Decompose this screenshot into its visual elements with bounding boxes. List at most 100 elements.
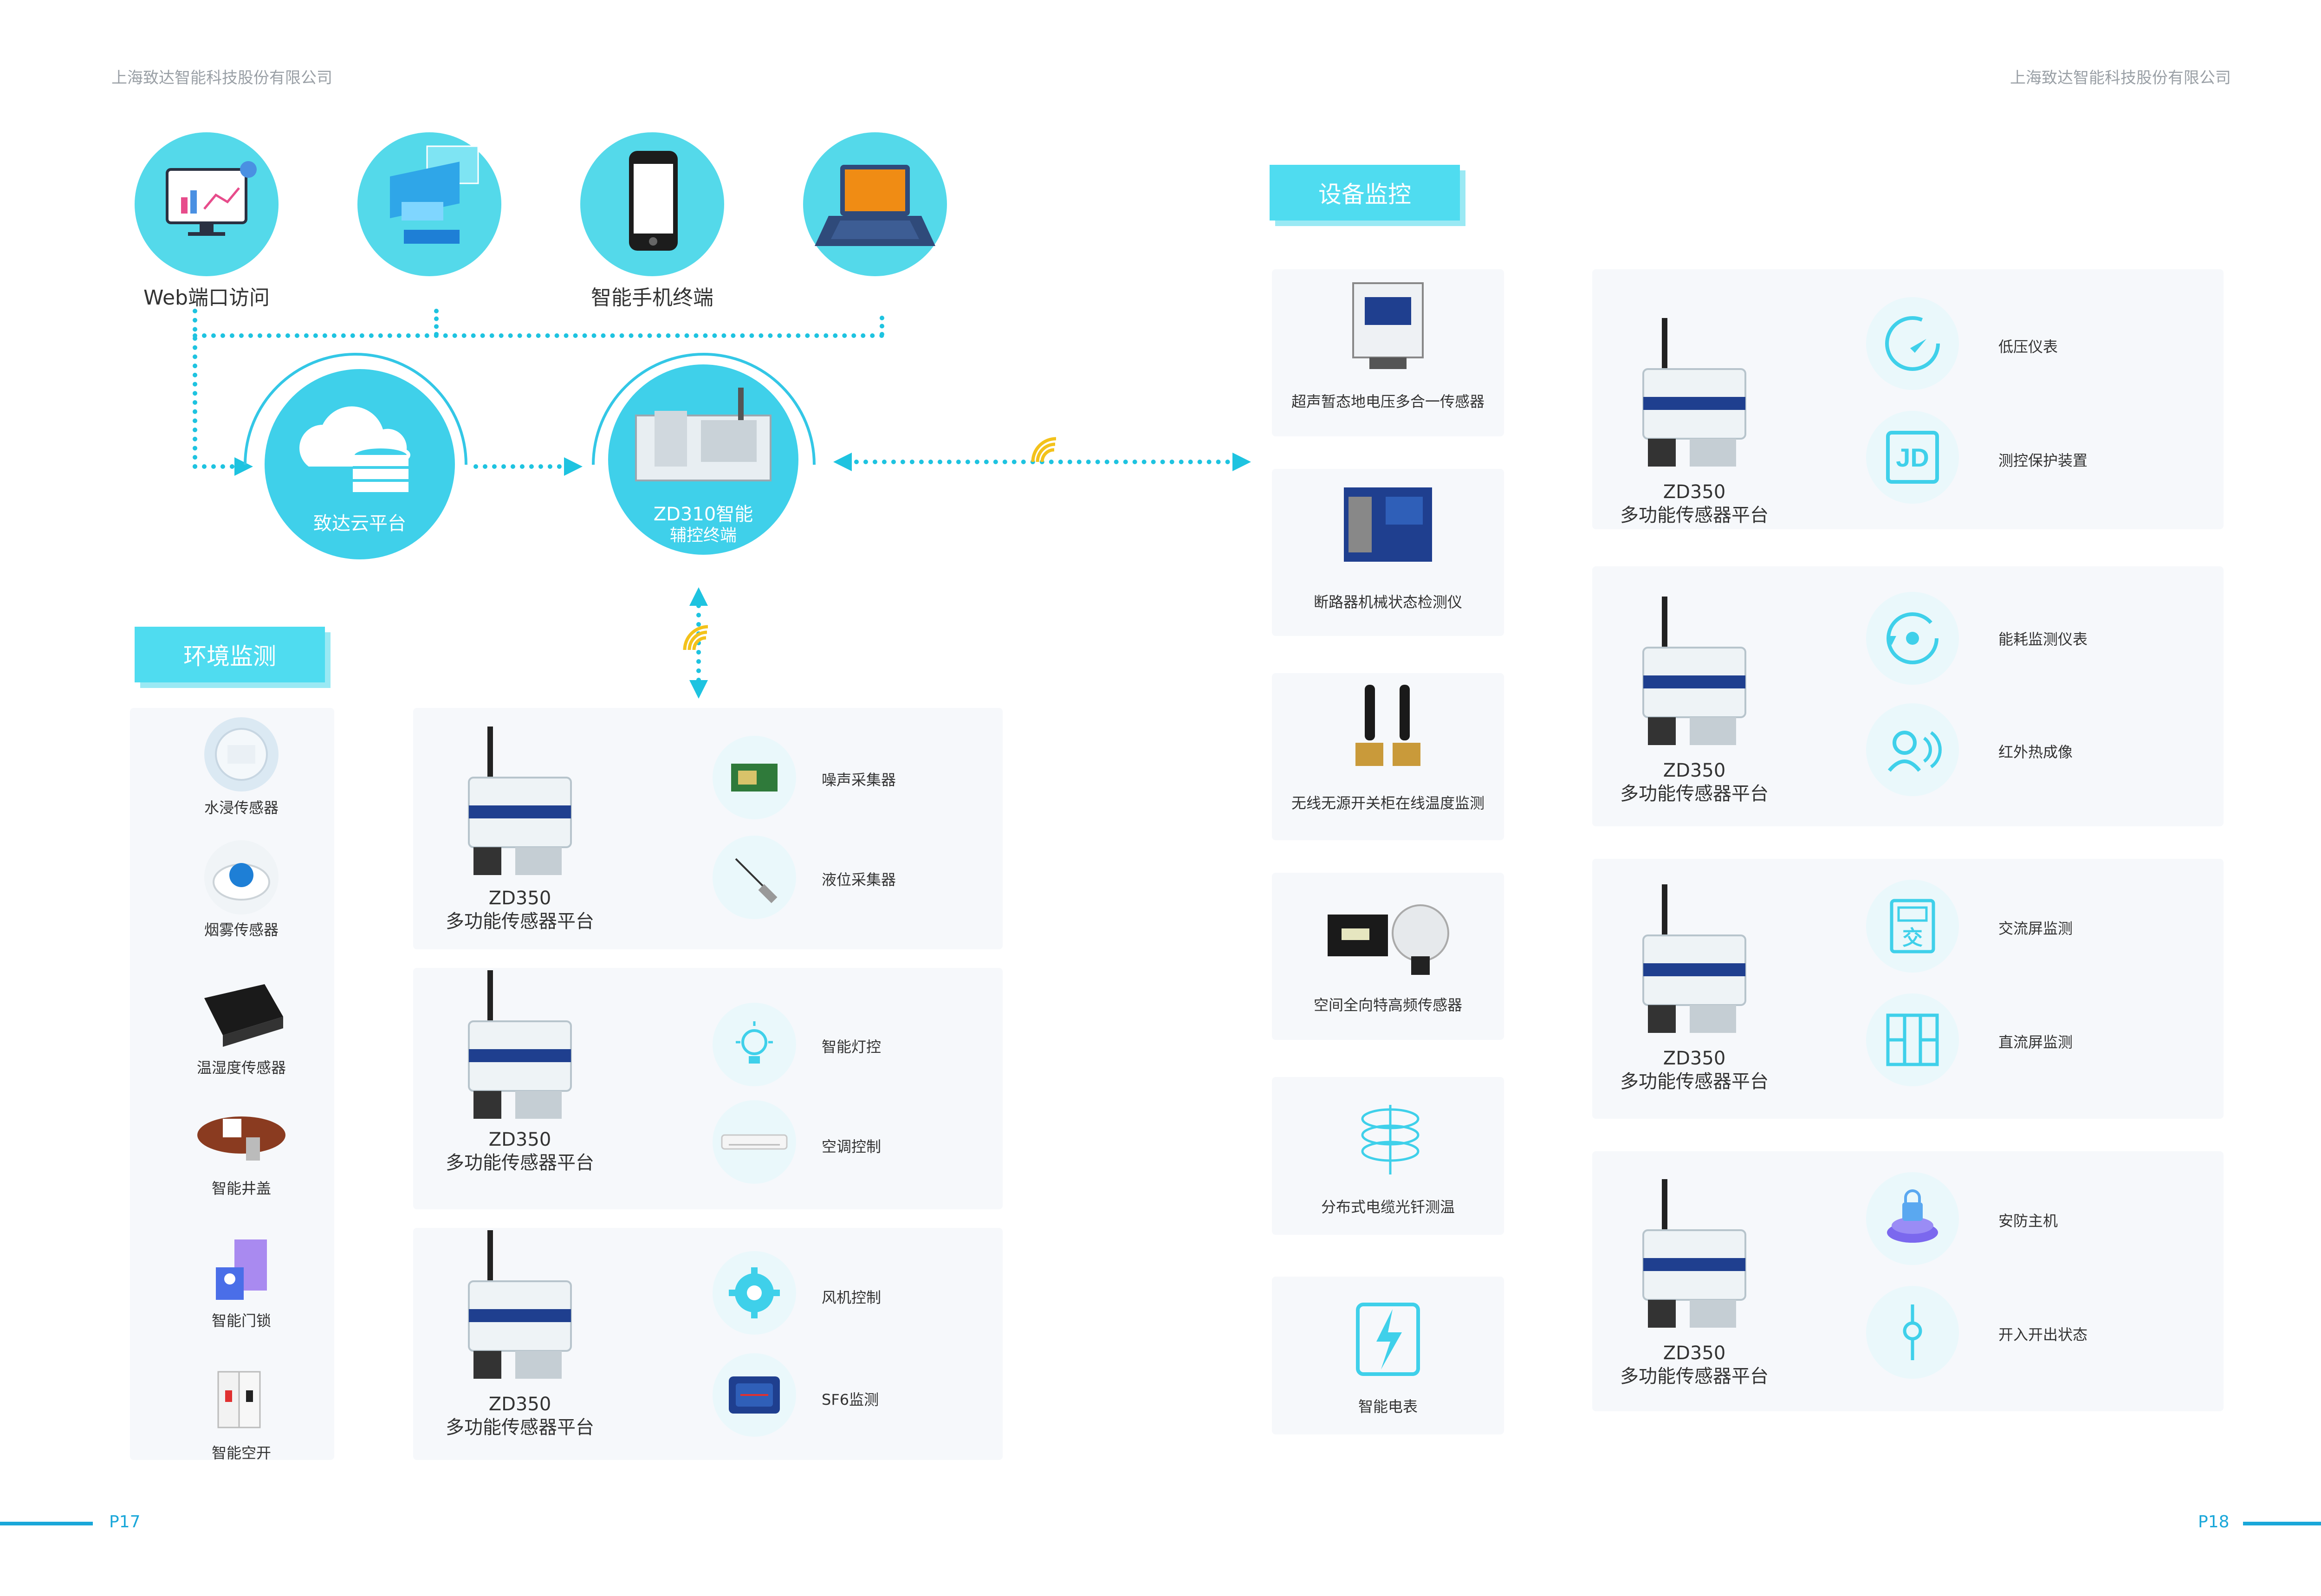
fan-gear-icon [713, 1251, 796, 1335]
connector-line [434, 309, 439, 337]
wireless-signal-icon [1031, 437, 1057, 462]
kiosk-terminal-circle [357, 132, 501, 276]
smart-lock-icon [207, 1235, 276, 1306]
zd350-platform-label: ZD350 多功能传感器平台 [1611, 1047, 1778, 1093]
device-right-label: 直流屏监测 [1998, 1033, 2073, 1051]
zd350-name: 多功能传感器平台 [1620, 783, 1769, 804]
wireless-temp-sensor-icon [1346, 678, 1434, 791]
zd350-name: 多功能传感器平台 [1620, 505, 1769, 526]
env-left-label: 智能门锁 [211, 1312, 271, 1330]
arrow-right-icon [234, 457, 253, 476]
connector-line [473, 464, 571, 469]
breaker-analyzer-icon [1335, 478, 1441, 577]
zd350-model: ZD350 [1663, 1048, 1726, 1069]
smart-meter-icon [1349, 1295, 1427, 1385]
env-right-label: 智能灯控 [822, 1038, 882, 1056]
zd350-name: 多功能传感器平台 [446, 1417, 594, 1438]
zd350-platform-label: ZD350 多功能传感器平台 [436, 1393, 603, 1439]
arrow-up-icon [689, 587, 708, 606]
env-left-label: 智能井盖 [211, 1180, 271, 1197]
liquid-level-collector-icon [713, 836, 796, 919]
env-right-label: 风机控制 [822, 1289, 882, 1306]
connector-line [193, 464, 244, 469]
arrow-left-icon [833, 453, 852, 471]
device-left-panel [1272, 673, 1504, 840]
zd310-label-line2: 辅控终端 [669, 526, 737, 545]
zd350-model: ZD350 [1663, 760, 1726, 781]
zd350-model: ZD350 [1663, 481, 1726, 503]
zd350-platform-label: ZD350 多功能传感器平台 [1611, 759, 1778, 805]
zd350-model: ZD350 [488, 1129, 551, 1150]
device-left-label: 分布式电缆光钎测温 [1321, 1198, 1455, 1216]
cloud-database-icon [299, 406, 410, 492]
env-right-label: 液位采集器 [822, 871, 896, 889]
water-sensor-icon [204, 717, 279, 792]
sf6-monitor-icon [713, 1353, 796, 1437]
cloud-platform-label: 致达云平台 [313, 513, 406, 534]
zd350-name: 多功能传感器平台 [1620, 1071, 1769, 1092]
zd350-platform-label: ZD350 多功能传感器平台 [1611, 1342, 1778, 1388]
zd310-terminal-label: ZD310智能 辅控终端 [608, 504, 798, 546]
footer-bar-right [2243, 1522, 2321, 1525]
controller-device-icon [635, 388, 772, 481]
env-right-label: 噪声采集器 [822, 771, 896, 789]
laptop-icon [815, 165, 935, 246]
connector-line [880, 316, 884, 337]
zd350-model: ZD350 [1663, 1343, 1726, 1364]
infrared-thermal-icon [1866, 703, 1959, 796]
zd350-device-image [1634, 1179, 1755, 1339]
zd350-model: ZD350 [488, 888, 551, 909]
uhf-sensor-icon [1323, 891, 1453, 986]
env-left-label: 智能空开 [211, 1444, 271, 1462]
device-right-label: 测控保护装置 [1998, 452, 2088, 469]
env-left-label: 温湿度传感器 [196, 1059, 286, 1077]
device-right-label: 安防主机 [1998, 1212, 2058, 1230]
device-left-label: 断路器机械状态检测仪 [1313, 593, 1462, 611]
low-voltage-meter-icon [1866, 297, 1959, 390]
arrow-right-icon [1232, 453, 1251, 471]
tev-sensor-icon [1344, 279, 1432, 373]
zd350-device-image [460, 727, 580, 886]
dc-panel-icon [1866, 993, 1959, 1086]
device-left-label: 智能电表 [1358, 1398, 1418, 1415]
smoke-sensor-icon [204, 840, 279, 915]
env-right-label: SF6监测 [822, 1391, 879, 1408]
env-left-label: 水浸传感器 [204, 799, 279, 817]
device-right-label: 低压仪表 [1998, 338, 2058, 356]
footer-bar-left [0, 1522, 93, 1525]
zd350-name: 多功能传感器平台 [1620, 1366, 1769, 1387]
mobile-terminal-label: 智能手机终端 [591, 286, 713, 310]
ac-panel-icon: 交 [1866, 880, 1959, 973]
temp-humidity-sensor-icon [195, 975, 288, 1056]
section-environment-tag: 环境监测 [135, 627, 325, 682]
web-terminal-label: Web端口访问 [143, 286, 270, 310]
device-right-label: 开入开出状态 [1998, 1326, 2088, 1343]
zd350-platform-label: ZD350 多功能传感器平台 [436, 1128, 603, 1174]
section-device-tag: 设备监控 [1270, 165, 1460, 221]
device-left-label: 无线无源开关柜在线温度监测 [1291, 794, 1485, 812]
zd350-platform-label: ZD350 多功能传感器平台 [436, 887, 603, 933]
company-name-left: 上海致达智能科技股份有限公司 [111, 69, 332, 87]
connector-line [193, 309, 197, 469]
connector-line [193, 333, 884, 338]
zd350-name: 多功能传感器平台 [446, 911, 594, 932]
monitor-icon [166, 161, 257, 236]
zd350-name: 多功能传感器平台 [446, 1152, 594, 1174]
device-left-label: 空间全向特高频传感器 [1313, 996, 1462, 1014]
connector-line [696, 594, 701, 692]
cloud-platform-hub [265, 369, 455, 559]
zd310-terminal-hub [608, 364, 798, 555]
io-status-icon [1866, 1286, 1959, 1379]
zd350-platform-label: ZD350 多功能传感器平台 [1611, 480, 1778, 527]
page-number-right: P18 [2198, 1512, 2230, 1531]
arrow-right-icon [564, 457, 583, 476]
device-right-label: 能耗监测仪表 [1998, 630, 2088, 648]
zd350-device-image [460, 970, 580, 1130]
zd350-model: ZD350 [488, 1394, 551, 1415]
jd-protection-icon: JD [1866, 411, 1959, 504]
wireless-signal-icon [683, 625, 708, 650]
arrow-down-icon [689, 680, 708, 699]
device-right-label: 红外热成像 [1998, 743, 2073, 761]
web-terminal-circle [135, 132, 279, 276]
mobile-terminal-circle [580, 132, 724, 276]
